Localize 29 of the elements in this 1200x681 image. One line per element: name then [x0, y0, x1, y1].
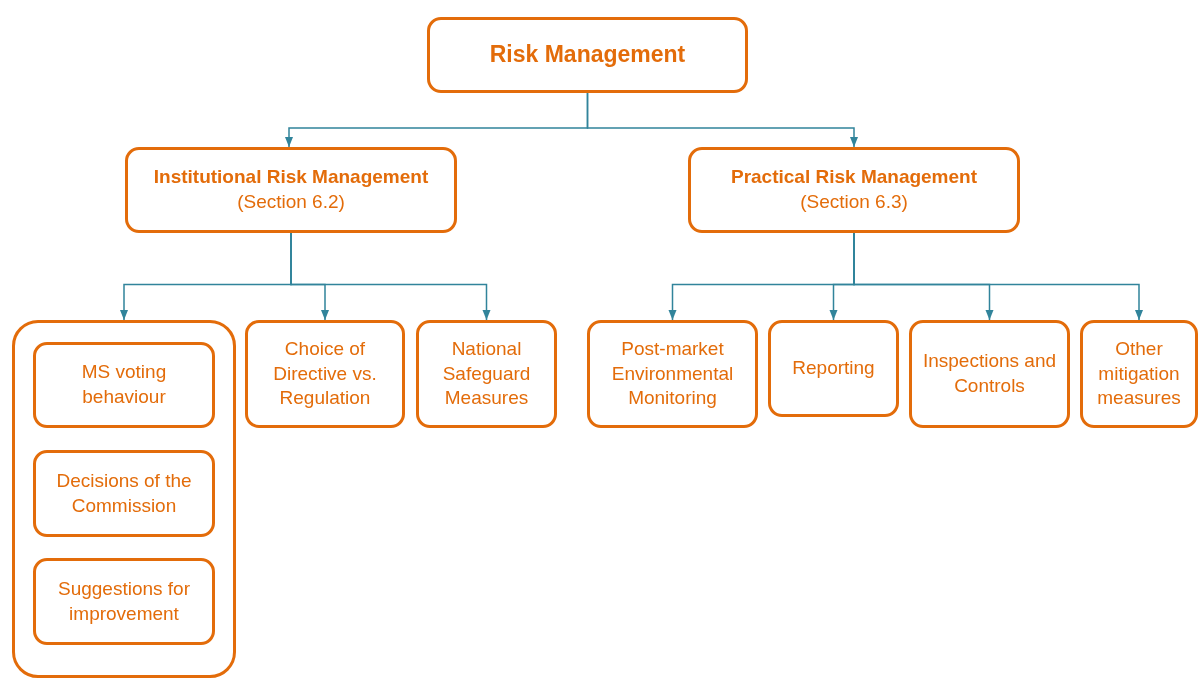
box-label: Decisions of the Commission	[55, 468, 193, 518]
box-label: Reporting	[792, 356, 875, 381]
section-reference: (Section 6.3)	[800, 190, 908, 214]
connector-arrow	[290, 232, 491, 321]
process-box	[587, 320, 758, 428]
box-label: Institutional Risk Management	[153, 165, 429, 190]
group-box	[12, 320, 236, 678]
process-box	[125, 147, 457, 233]
box-label: Choice of Directive vs. Regulation	[272, 336, 378, 411]
box-label: MS voting behaviour	[80, 360, 168, 409]
process-box	[245, 320, 405, 428]
box-label: Other mitigation measures	[1096, 336, 1182, 411]
box-label: Suggestions for improvement	[57, 576, 191, 626]
process-box	[909, 320, 1070, 428]
box-label: Practical Risk Management	[730, 165, 977, 190]
box-label: Risk Management	[489, 40, 686, 70]
section-reference: (Section 6.2)	[237, 190, 345, 214]
process-box	[416, 320, 557, 428]
process-box	[33, 450, 215, 537]
connector-arrow	[586, 92, 859, 148]
box-label: Inspections and Controls	[921, 349, 1058, 398]
process-box	[33, 558, 215, 645]
process-box	[768, 320, 899, 417]
box-label: National Safeguard Measures	[441, 336, 532, 411]
process-box	[1080, 320, 1198, 428]
box-label: Post-market Environmental Monitoring	[610, 336, 735, 411]
process-box	[427, 17, 748, 93]
process-box	[33, 342, 215, 428]
process-box	[688, 147, 1020, 233]
